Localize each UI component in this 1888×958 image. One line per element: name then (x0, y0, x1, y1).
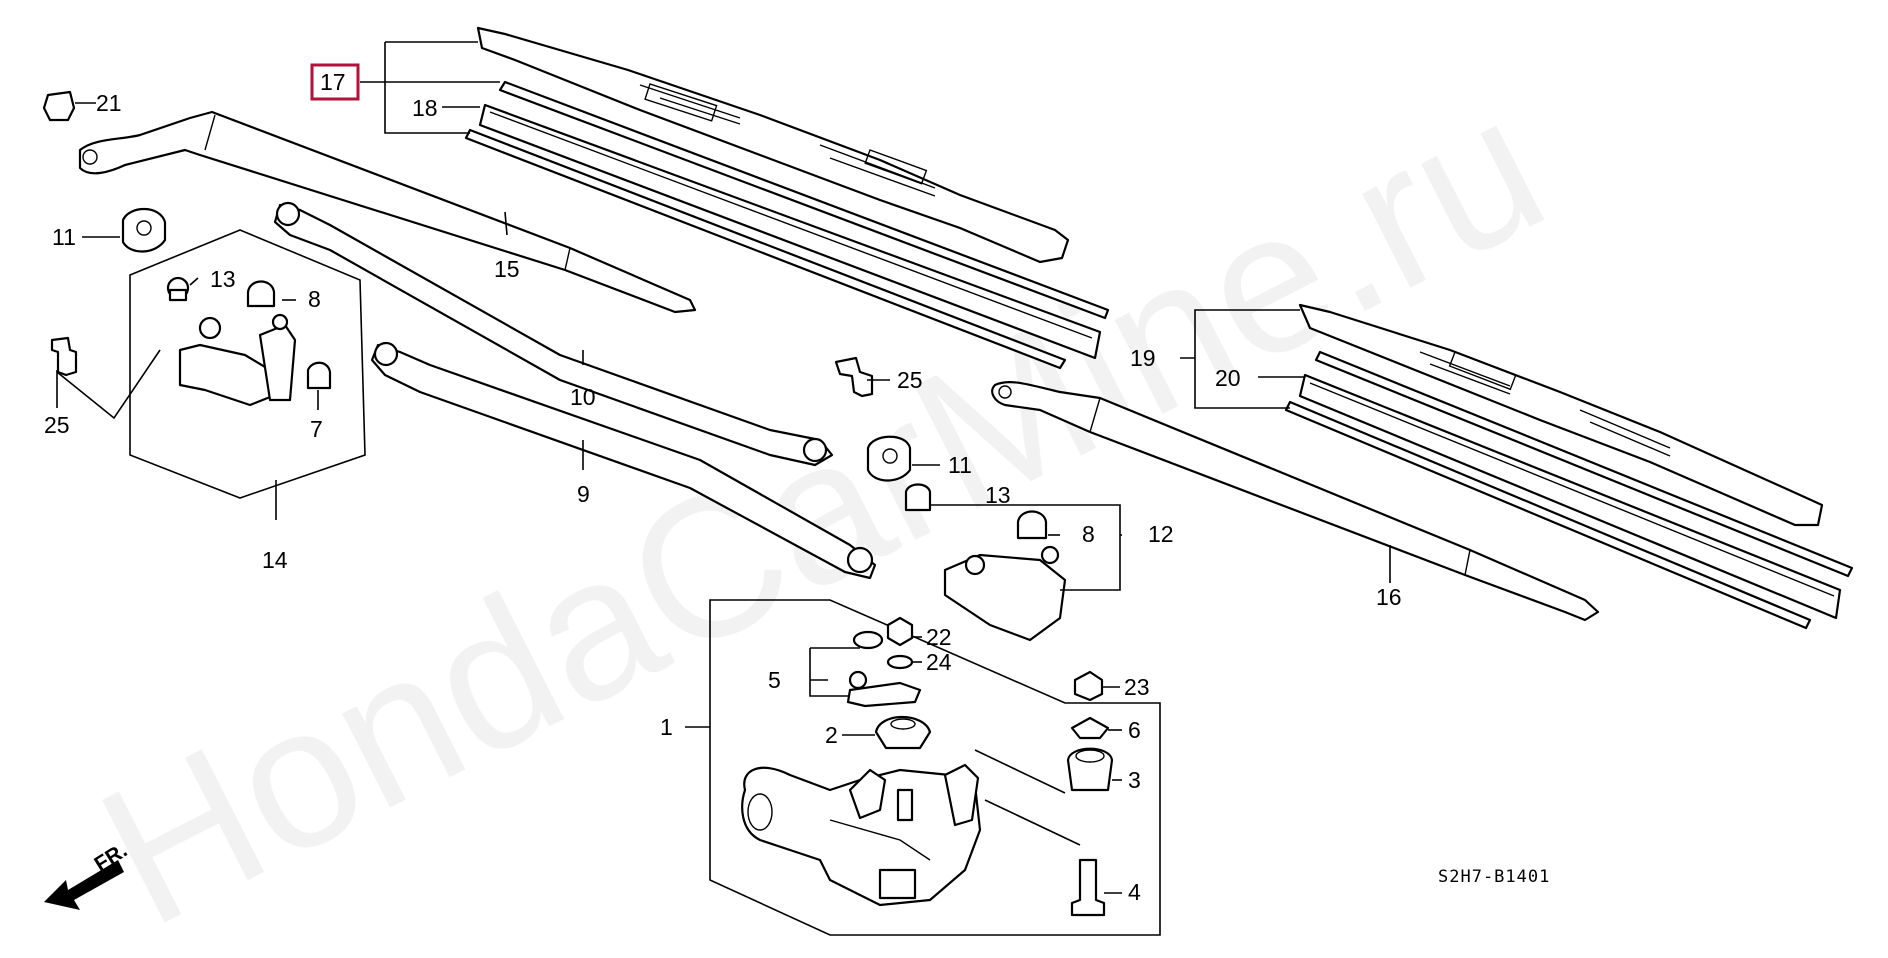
cap-nut-21[interactable] (42, 90, 76, 122)
washer-6[interactable] (1070, 716, 1110, 740)
boot-2[interactable] (874, 715, 932, 750)
cap-13-right[interactable] (904, 483, 932, 512)
bolt-25-middle[interactable] (834, 356, 874, 398)
nut-22[interactable] (886, 616, 914, 647)
pivot-cover-11-left[interactable] (121, 207, 167, 253)
nut-23[interactable] (1073, 670, 1104, 702)
front-direction-indicator: FR. (44, 839, 131, 910)
pivot-assembly-14 (129, 229, 366, 499)
label-8-left[interactable]: 8 (308, 286, 321, 312)
wiper-refill-passenger[interactable] (1284, 350, 1854, 630)
label-20[interactable]: 20 (1215, 365, 1241, 391)
label-15[interactable]: 15 (494, 256, 520, 282)
bolt-25-left[interactable] (50, 336, 78, 377)
pivot-12[interactable] (943, 545, 1067, 642)
label-14[interactable]: 14 (262, 547, 288, 573)
wiper-motor-assembly-1 (709, 599, 1161, 936)
link-rod-9[interactable] (370, 341, 877, 580)
label-17[interactable]: 17 (320, 69, 346, 95)
front-arrow-icon (44, 860, 124, 910)
label-10[interactable]: 10 (570, 384, 596, 410)
cap-13-left[interactable] (166, 276, 190, 302)
crank-arm-5[interactable] (846, 630, 922, 708)
label-11-right[interactable]: 11 (948, 452, 972, 478)
wiper-motor[interactable] (741, 763, 982, 907)
label-19[interactable]: 19 (1130, 345, 1156, 371)
label-8-right[interactable]: 8 (1082, 521, 1095, 547)
label-7[interactable]: 7 (310, 416, 323, 442)
label-21[interactable]: 21 (96, 90, 122, 116)
bolt-4[interactable] (1070, 858, 1106, 917)
nut-7[interactable] (306, 361, 332, 390)
label-24[interactable]: 24 (926, 649, 952, 675)
label-6[interactable]: 6 (1128, 717, 1141, 743)
diagram-code: S2H7-B1401 (1438, 867, 1550, 887)
wiper-blade-driver[interactable] (476, 26, 1070, 264)
washer-24[interactable] (886, 654, 914, 670)
label-18[interactable]: 18 (412, 95, 438, 121)
label-16[interactable]: 16 (1376, 584, 1402, 610)
label-11-left[interactable]: 11 (52, 224, 76, 250)
wiper-blade-passenger[interactable] (1298, 303, 1824, 527)
pivot-cover-11-right[interactable] (866, 435, 912, 482)
wiper-arm-passenger[interactable] (991, 381, 1600, 622)
part-labels: 21 11 13 8 7 14 25 15 10 9 25 11 13 8 12… (44, 69, 1402, 905)
label-9[interactable]: 9 (577, 481, 590, 507)
label-4[interactable]: 4 (1128, 879, 1141, 905)
link-rod-10[interactable] (273, 201, 834, 467)
rubber-8-right[interactable] (1016, 510, 1048, 540)
label-22[interactable]: 22 (926, 624, 952, 650)
label-23[interactable]: 23 (1124, 674, 1150, 700)
label-25-middle[interactable]: 25 (897, 367, 923, 393)
label-5[interactable]: 5 (768, 667, 781, 693)
wiper-refill-driver[interactable] (464, 80, 1110, 370)
label-1[interactable]: 1 (660, 714, 673, 740)
label-13-right[interactable]: 13 (985, 482, 1011, 508)
label-13-left[interactable]: 13 (210, 266, 236, 292)
label-25-left[interactable]: 25 (44, 412, 70, 438)
leader-lines (56, 41, 1391, 894)
rubber-8-left[interactable] (246, 280, 276, 308)
highlight-box-17 (310, 63, 360, 101)
label-2[interactable]: 2 (825, 722, 838, 748)
label-3[interactable]: 3 (1128, 767, 1141, 793)
label-12[interactable]: 12 (1148, 521, 1174, 547)
wiper-arm-driver[interactable] (78, 110, 697, 314)
grommet-3[interactable] (1066, 747, 1114, 792)
